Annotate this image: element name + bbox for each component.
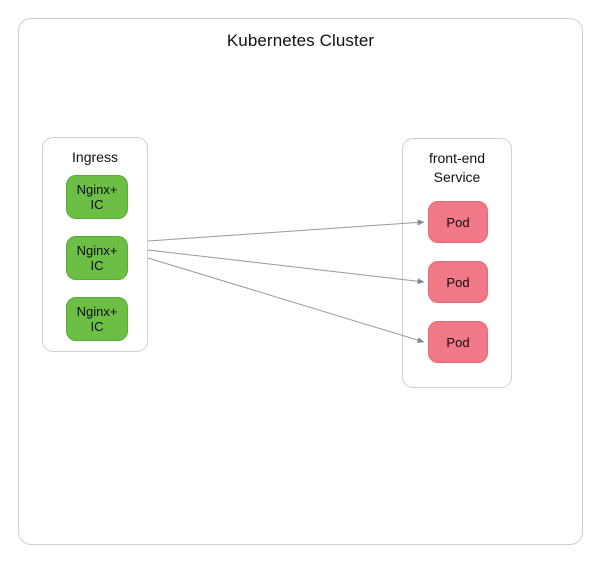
ingress-group-label: Ingress	[72, 149, 118, 165]
pod-node-1[interactable]: Pod	[428, 201, 488, 243]
pod-node-2[interactable]: Pod	[428, 261, 488, 303]
nginx-ic-node-3[interactable]: Nginx+ IC	[66, 297, 128, 341]
nginx-ic-node-3-label: Nginx+ IC	[76, 304, 118, 334]
pod-node-3[interactable]: Pod	[428, 321, 488, 363]
nginx-ic-node-1-label: Nginx+ IC	[76, 182, 118, 212]
nginx-ic-node-2-label: Nginx+ IC	[76, 243, 118, 273]
nginx-ic-node-2[interactable]: Nginx+ IC	[66, 236, 128, 280]
page-title: Kubernetes Cluster	[226, 31, 375, 50]
nginx-ic-node-1[interactable]: Nginx+ IC	[66, 175, 128, 219]
front-end-service-group-label: front-end Service	[428, 150, 486, 185]
